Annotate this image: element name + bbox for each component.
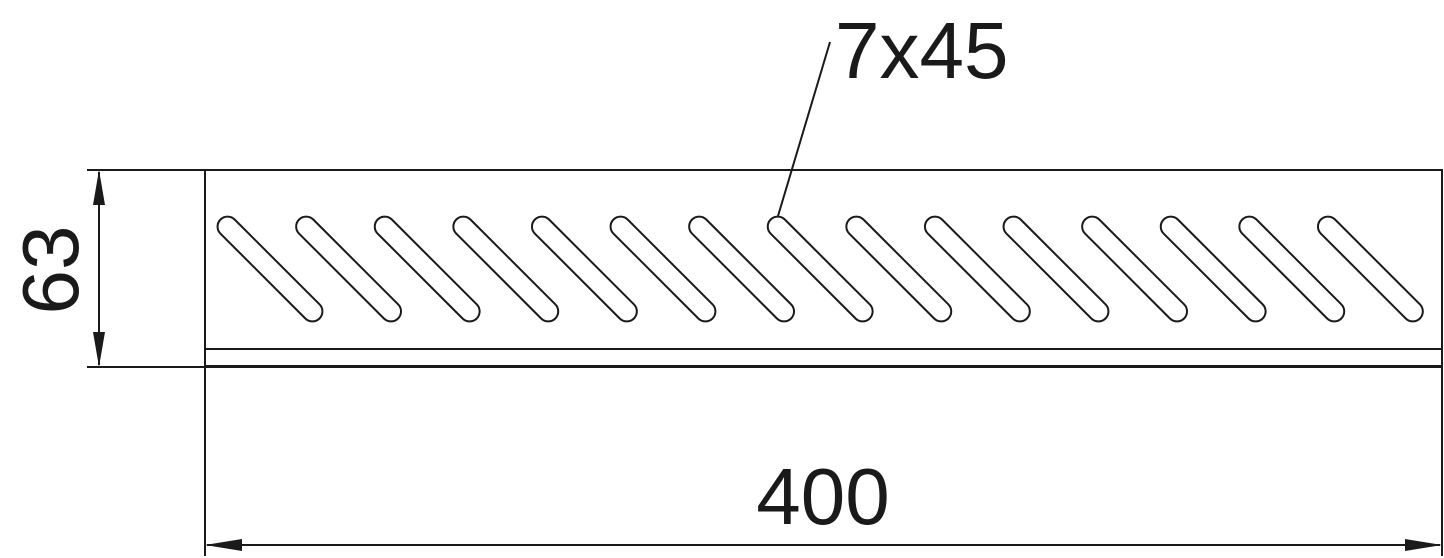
height-arrow-top [93, 170, 105, 205]
slot [845, 215, 953, 323]
callout-leader [777, 41, 831, 217]
height-dimension-label: 63 [6, 226, 95, 315]
slot [373, 215, 481, 323]
slot [1238, 215, 1346, 323]
slot [530, 215, 638, 323]
slot [295, 215, 403, 323]
height-arrow-bottom [93, 332, 105, 367]
slot-pattern [216, 215, 1424, 323]
slot [1316, 215, 1424, 323]
slot [688, 215, 796, 323]
length-dimension-label: 400 [756, 452, 889, 541]
slot [923, 215, 1031, 323]
slot [1081, 215, 1189, 323]
length-arrow-right [1405, 539, 1442, 551]
slot [1002, 215, 1110, 323]
length-arrow-left [205, 539, 242, 551]
slot [1159, 215, 1267, 323]
slot [609, 215, 717, 323]
slot [766, 215, 874, 323]
panel-outline [204, 169, 1443, 368]
slot [216, 215, 324, 323]
slot-callout-label: 7x45 [835, 6, 1008, 95]
slot [452, 215, 560, 323]
